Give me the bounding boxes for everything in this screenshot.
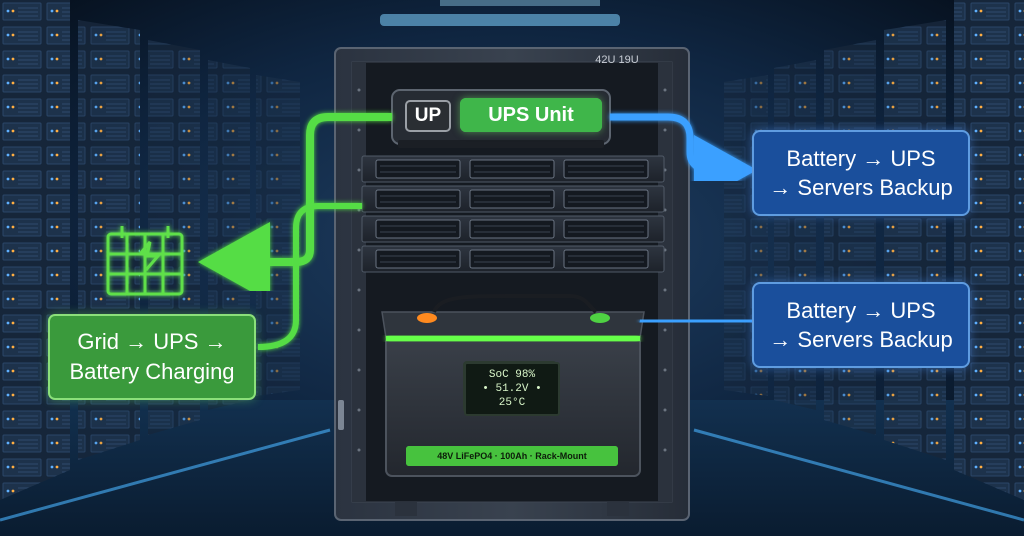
discharge-flow-label-bottom: Battery → UPS → Servers Backup (752, 282, 970, 368)
positive-terminal (590, 313, 610, 323)
backup-flow-arrow-bottom (639, 292, 756, 352)
battery-cable (432, 293, 598, 314)
server-units (361, 155, 665, 273)
ups-unit-label: UPS Unit (460, 98, 602, 132)
battery-voltage-temp-readout: • 51.2V • 25°C (482, 383, 542, 409)
charging-flow-line2: Battery Charging (69, 359, 235, 384)
rack-mounting-holes (357, 88, 667, 452)
charging-branch-arrow (257, 203, 362, 350)
charging-flow-label: Grid → UPS → Battery Charging (48, 314, 256, 400)
rack-door-handle (338, 400, 344, 430)
discharge-flow-bottom-line2: → Servers Backup (769, 327, 953, 352)
discharge-flow-bottom-line1: Battery → UPS (786, 298, 936, 323)
backup-flow-arrow-top (610, 113, 757, 205)
discharge-flow-top-line2: → Servers Backup (769, 175, 953, 200)
discharge-flow-label-top: Battery → UPS → Servers Backup (752, 130, 970, 216)
charging-flow-line1: Grid → UPS → (77, 329, 227, 354)
battery-status-light (386, 336, 640, 341)
ups-badge: UP (405, 100, 451, 132)
battery-spec-label: 48V LiFePO4 · 100Ah · Rack-Mount (406, 446, 618, 466)
flow-arrows (198, 113, 757, 352)
battery-display: SoC 98% • 51.2V • 25°C (464, 362, 560, 416)
grid-charging-flow-arrow (198, 113, 392, 302)
grid-power-icon (106, 226, 184, 296)
battery-soc-readout: SoC 98% (488, 369, 536, 381)
negative-terminal (417, 313, 437, 323)
rack-size-label: 42U 19U (595, 54, 639, 66)
discharge-flow-top-line1: Battery → UPS (786, 146, 936, 171)
